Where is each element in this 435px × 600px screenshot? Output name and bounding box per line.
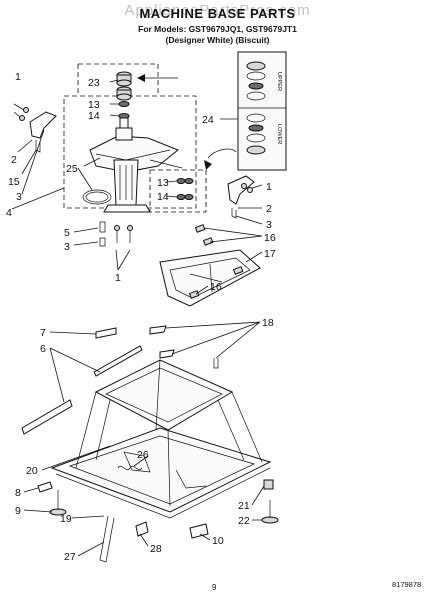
page-title: MACHINE BASE PARTS (139, 6, 296, 21)
bracket-right (204, 148, 255, 219)
callout-27: 27 (64, 551, 76, 563)
callout-17: 17 (264, 248, 276, 260)
callout-14a: 14 (88, 110, 100, 122)
leader-lines (11, 79, 265, 557)
callout-26: 26 (137, 449, 149, 461)
callout-16a: 16 (264, 232, 276, 244)
coupler-inset: UPPER LOWER (237, 51, 287, 171)
machine-base-frame (50, 359, 272, 519)
callout-25: 25 (66, 163, 78, 175)
mounting-hardware (99, 221, 133, 247)
callout-13b: 13 (157, 177, 169, 189)
callout-19: 19 (60, 513, 72, 525)
page-number: 9 (212, 583, 217, 592)
callout-7: 7 (40, 327, 46, 339)
inset-lower-label: LOWER (276, 124, 282, 144)
callout-1b: 1 (115, 272, 121, 284)
callout-18: 18 (262, 317, 274, 329)
support-plate (159, 224, 261, 307)
callout-3b: 3 (64, 241, 70, 253)
callout-15: 15 (8, 176, 20, 188)
callout-labels: 1 2 15 3 4 23 13 14 25 13 14 24 5 3 1 1 … (6, 71, 276, 563)
inset-upper-label: UPPER (276, 72, 282, 91)
drive-belt (82, 189, 112, 205)
callout-2b: 2 (266, 203, 272, 215)
model-numbers: For Models: GST9679JQ1, GST9679JT1 (138, 24, 297, 34)
bracket-left (13, 103, 57, 153)
callout-3c: 3 (266, 219, 272, 231)
shaft-cap-stack (116, 71, 132, 129)
callout-10: 10 (212, 535, 224, 547)
callout-21: 21 (238, 500, 250, 512)
drive-belt-inner (85, 191, 109, 203)
arrow-head (137, 74, 145, 82)
callout-24: 24 (202, 114, 214, 126)
callout-8: 8 (15, 487, 21, 499)
callout-3a: 3 (16, 191, 22, 203)
callout-13a: 13 (88, 99, 100, 111)
document-number: 8179878 (392, 580, 422, 589)
callout-1c: 1 (266, 181, 272, 193)
callout-2a: 2 (11, 154, 17, 166)
callout-23: 23 (88, 77, 100, 89)
gearcase-assembly-outline (63, 63, 207, 213)
callout-14b: 14 (157, 191, 169, 203)
color-variants: (Designer White) (Biscuit) (165, 35, 270, 45)
callout-9: 9 (15, 505, 21, 517)
bearing-set-right (176, 178, 194, 200)
callout-4: 4 (6, 207, 12, 219)
callout-20: 20 (26, 465, 38, 477)
transmission-gearcase (83, 127, 183, 213)
watermark: AppliancePartsPros.com (124, 2, 311, 19)
callout-5: 5 (64, 227, 70, 239)
callout-16b: 16 (210, 281, 222, 293)
callout-6: 6 (40, 343, 46, 355)
callout-22: 22 (238, 515, 250, 527)
callout-1a: 1 (15, 71, 21, 83)
callout-28: 28 (150, 543, 162, 555)
